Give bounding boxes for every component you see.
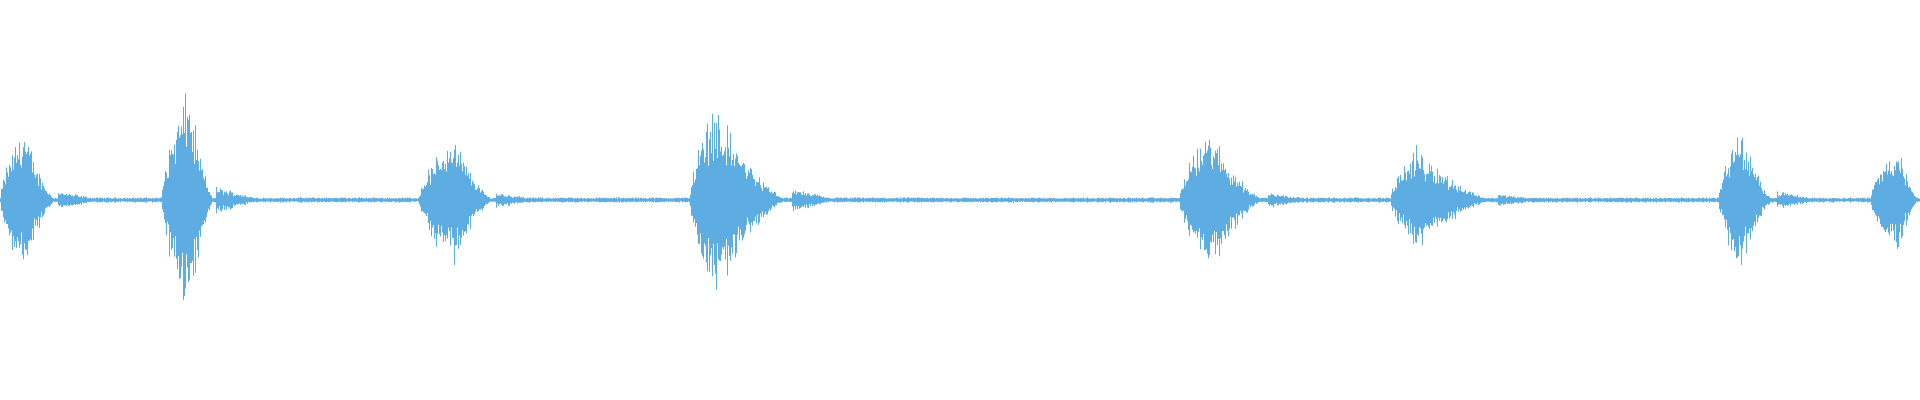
waveform-signal: [0, 93, 1920, 300]
